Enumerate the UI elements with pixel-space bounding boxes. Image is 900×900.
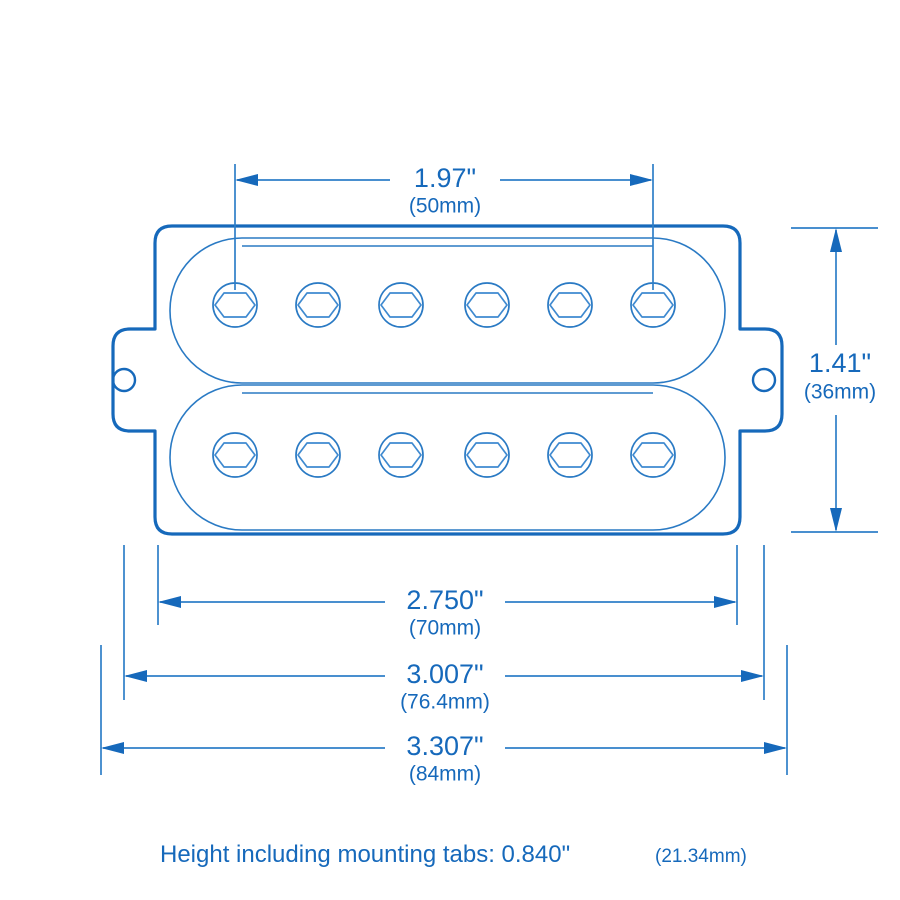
lower-pole-row bbox=[212, 432, 676, 478]
bobbin-width-arrow-left bbox=[158, 596, 181, 608]
body-width-inches-label: 3.007" bbox=[406, 659, 483, 689]
bobbin-width-arrow-right bbox=[714, 596, 737, 608]
overall-width-inches-label: 3.307" bbox=[406, 731, 483, 761]
dimension-pole-spacing: 1.97" (50mm) bbox=[234, 163, 654, 290]
overall-width-mm-label: (84mm) bbox=[409, 763, 481, 786]
right-mounting-tab-hole bbox=[751, 367, 777, 393]
lower-bobbin-outline bbox=[169, 384, 726, 531]
caption-main-text: Height including mounting tabs: 0.840" bbox=[160, 841, 570, 868]
height-arrow-top bbox=[830, 228, 842, 252]
pole-piece-lower-3 bbox=[378, 432, 424, 478]
pole-piece-upper-2 bbox=[295, 282, 341, 328]
pole-spacing-inches-label: 1.97" bbox=[414, 163, 476, 193]
height-arrow-bottom bbox=[830, 508, 842, 532]
pole-spacing-mm-label: (50mm) bbox=[409, 195, 481, 218]
pole-piece-lower-1 bbox=[212, 432, 258, 478]
caption-sub-text: (21.34mm) bbox=[655, 846, 747, 867]
bobbin-width-mm-label: (70mm) bbox=[409, 617, 481, 640]
height-inches-label: 1.41" bbox=[809, 348, 871, 378]
dimension-bobbin-width: 2.750" (70mm) bbox=[157, 545, 738, 640]
pole-piece-lower-2 bbox=[295, 432, 341, 478]
body-width-arrow-left bbox=[124, 670, 147, 682]
pole-piece-lower-6 bbox=[630, 432, 676, 478]
left-mounting-tab-hole bbox=[111, 367, 137, 393]
height-mm-label: (36mm) bbox=[804, 381, 876, 404]
pole-piece-lower-4 bbox=[464, 432, 510, 478]
bobbin-width-inches-label: 2.750" bbox=[406, 585, 483, 615]
pickup-outer-outline bbox=[111, 224, 784, 536]
caption-group: Height including mounting tabs: 0.840" (… bbox=[160, 841, 747, 868]
dimension-body-height: 1.41" (36mm) bbox=[791, 227, 878, 533]
overall-width-arrow-left bbox=[101, 742, 124, 754]
pole-piece-lower-5 bbox=[547, 432, 593, 478]
upper-bobbin-outline bbox=[169, 237, 726, 384]
upper-pole-row bbox=[212, 282, 676, 328]
dimension-body-width: 3.007" (76.4mm) bbox=[123, 545, 765, 714]
pole-spacing-arrow-right bbox=[630, 174, 653, 186]
pole-piece-upper-3 bbox=[378, 282, 424, 328]
overall-width-arrow-right bbox=[764, 742, 787, 754]
dimension-overall-width: 3.307" (84mm) bbox=[100, 645, 788, 786]
pickup-body-group bbox=[111, 224, 784, 536]
pole-piece-upper-5 bbox=[547, 282, 593, 328]
body-width-arrow-right bbox=[741, 670, 764, 682]
pole-spacing-arrow-left bbox=[235, 174, 258, 186]
body-width-mm-label: (76.4mm) bbox=[400, 691, 490, 714]
pole-piece-upper-4 bbox=[464, 282, 510, 328]
